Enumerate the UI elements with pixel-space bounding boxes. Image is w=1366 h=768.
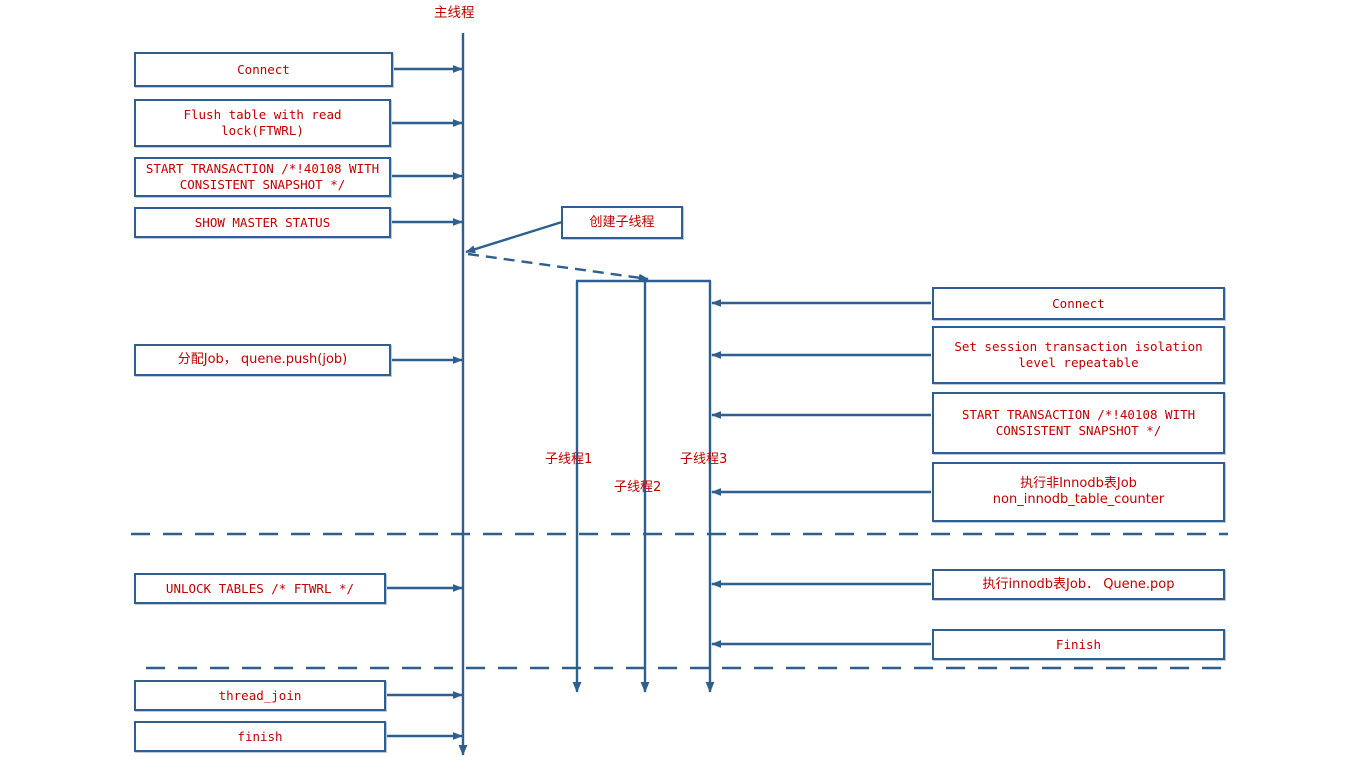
message-box-flush-table-read-lock[interactable]: Flush table with read lock(FTWRL) <box>134 99 391 147</box>
message-label: 执行非Innodb表Job non_innodb_table_counter <box>992 476 1165 507</box>
message-label: 执行innodb表Job． Quene.pop <box>982 576 1175 592</box>
message-box-child-connect[interactable]: Connect <box>932 287 1225 320</box>
message-box-assign-job[interactable]: 分配Job， quene.push(job) <box>134 344 391 376</box>
message-label: SHOW MASTER STATUS <box>194 214 331 230</box>
message-box-show-master-status[interactable]: SHOW MASTER STATUS <box>134 207 391 238</box>
lifeline-label-child1: 子线程1 <box>545 452 593 467</box>
message-box-child-start-transaction[interactable]: START TRANSACTION /*!40108 WITH CONSISTE… <box>932 392 1225 454</box>
message-box-set-session-isolation[interactable]: Set session transaction isolation level … <box>932 326 1225 384</box>
message-label: START TRANSACTION /*!40108 WITH CONSISTE… <box>145 161 380 192</box>
lifeline-label-main: 主线程 <box>434 5 475 21</box>
spawn-dashed-arrow <box>467 252 649 282</box>
note-box-create-child-threads[interactable]: 创建子线程 <box>561 206 683 239</box>
message-box-connect[interactable]: Connect <box>134 52 393 87</box>
message-box-thread-join[interactable]: thread_join <box>134 680 386 711</box>
message-label: Connect <box>237 61 290 77</box>
message-label: thread_join <box>218 687 302 703</box>
note-label: 创建子线程 <box>589 214 655 230</box>
message-label: START TRANSACTION /*!40108 WITH CONSISTE… <box>961 407 1196 438</box>
message-label: Flush table with read lock(FTWRL) <box>183 107 342 138</box>
message-label: Connect <box>1052 295 1105 311</box>
lifeline-label-child3: 子线程3 <box>680 452 728 467</box>
message-label: Finish <box>1055 636 1102 652</box>
message-box-non-innodb-job[interactable]: 执行非Innodb表Job non_innodb_table_counter <box>932 462 1225 522</box>
message-box-unlock-tables[interactable]: UNLOCK TABLES /* FTWRL */ <box>134 573 386 604</box>
message-box-finish[interactable]: finish <box>134 721 386 752</box>
message-label: Set session transaction isolation level … <box>954 339 1203 370</box>
message-label: finish <box>237 728 283 744</box>
message-label: UNLOCK TABLES /* FTWRL */ <box>165 580 355 596</box>
message-box-innodb-job[interactable]: 执行innodb表Job． Quene.pop <box>932 569 1225 600</box>
lifeline-label-child2: 子线程2 <box>614 480 662 495</box>
message-label: 分配Job， quene.push(job) <box>177 352 348 367</box>
message-box-child-finish[interactable]: Finish <box>932 629 1225 660</box>
message-box-start-transaction[interactable]: START TRANSACTION /*!40108 WITH CONSISTE… <box>134 157 391 197</box>
note-leader-line <box>465 220 563 254</box>
